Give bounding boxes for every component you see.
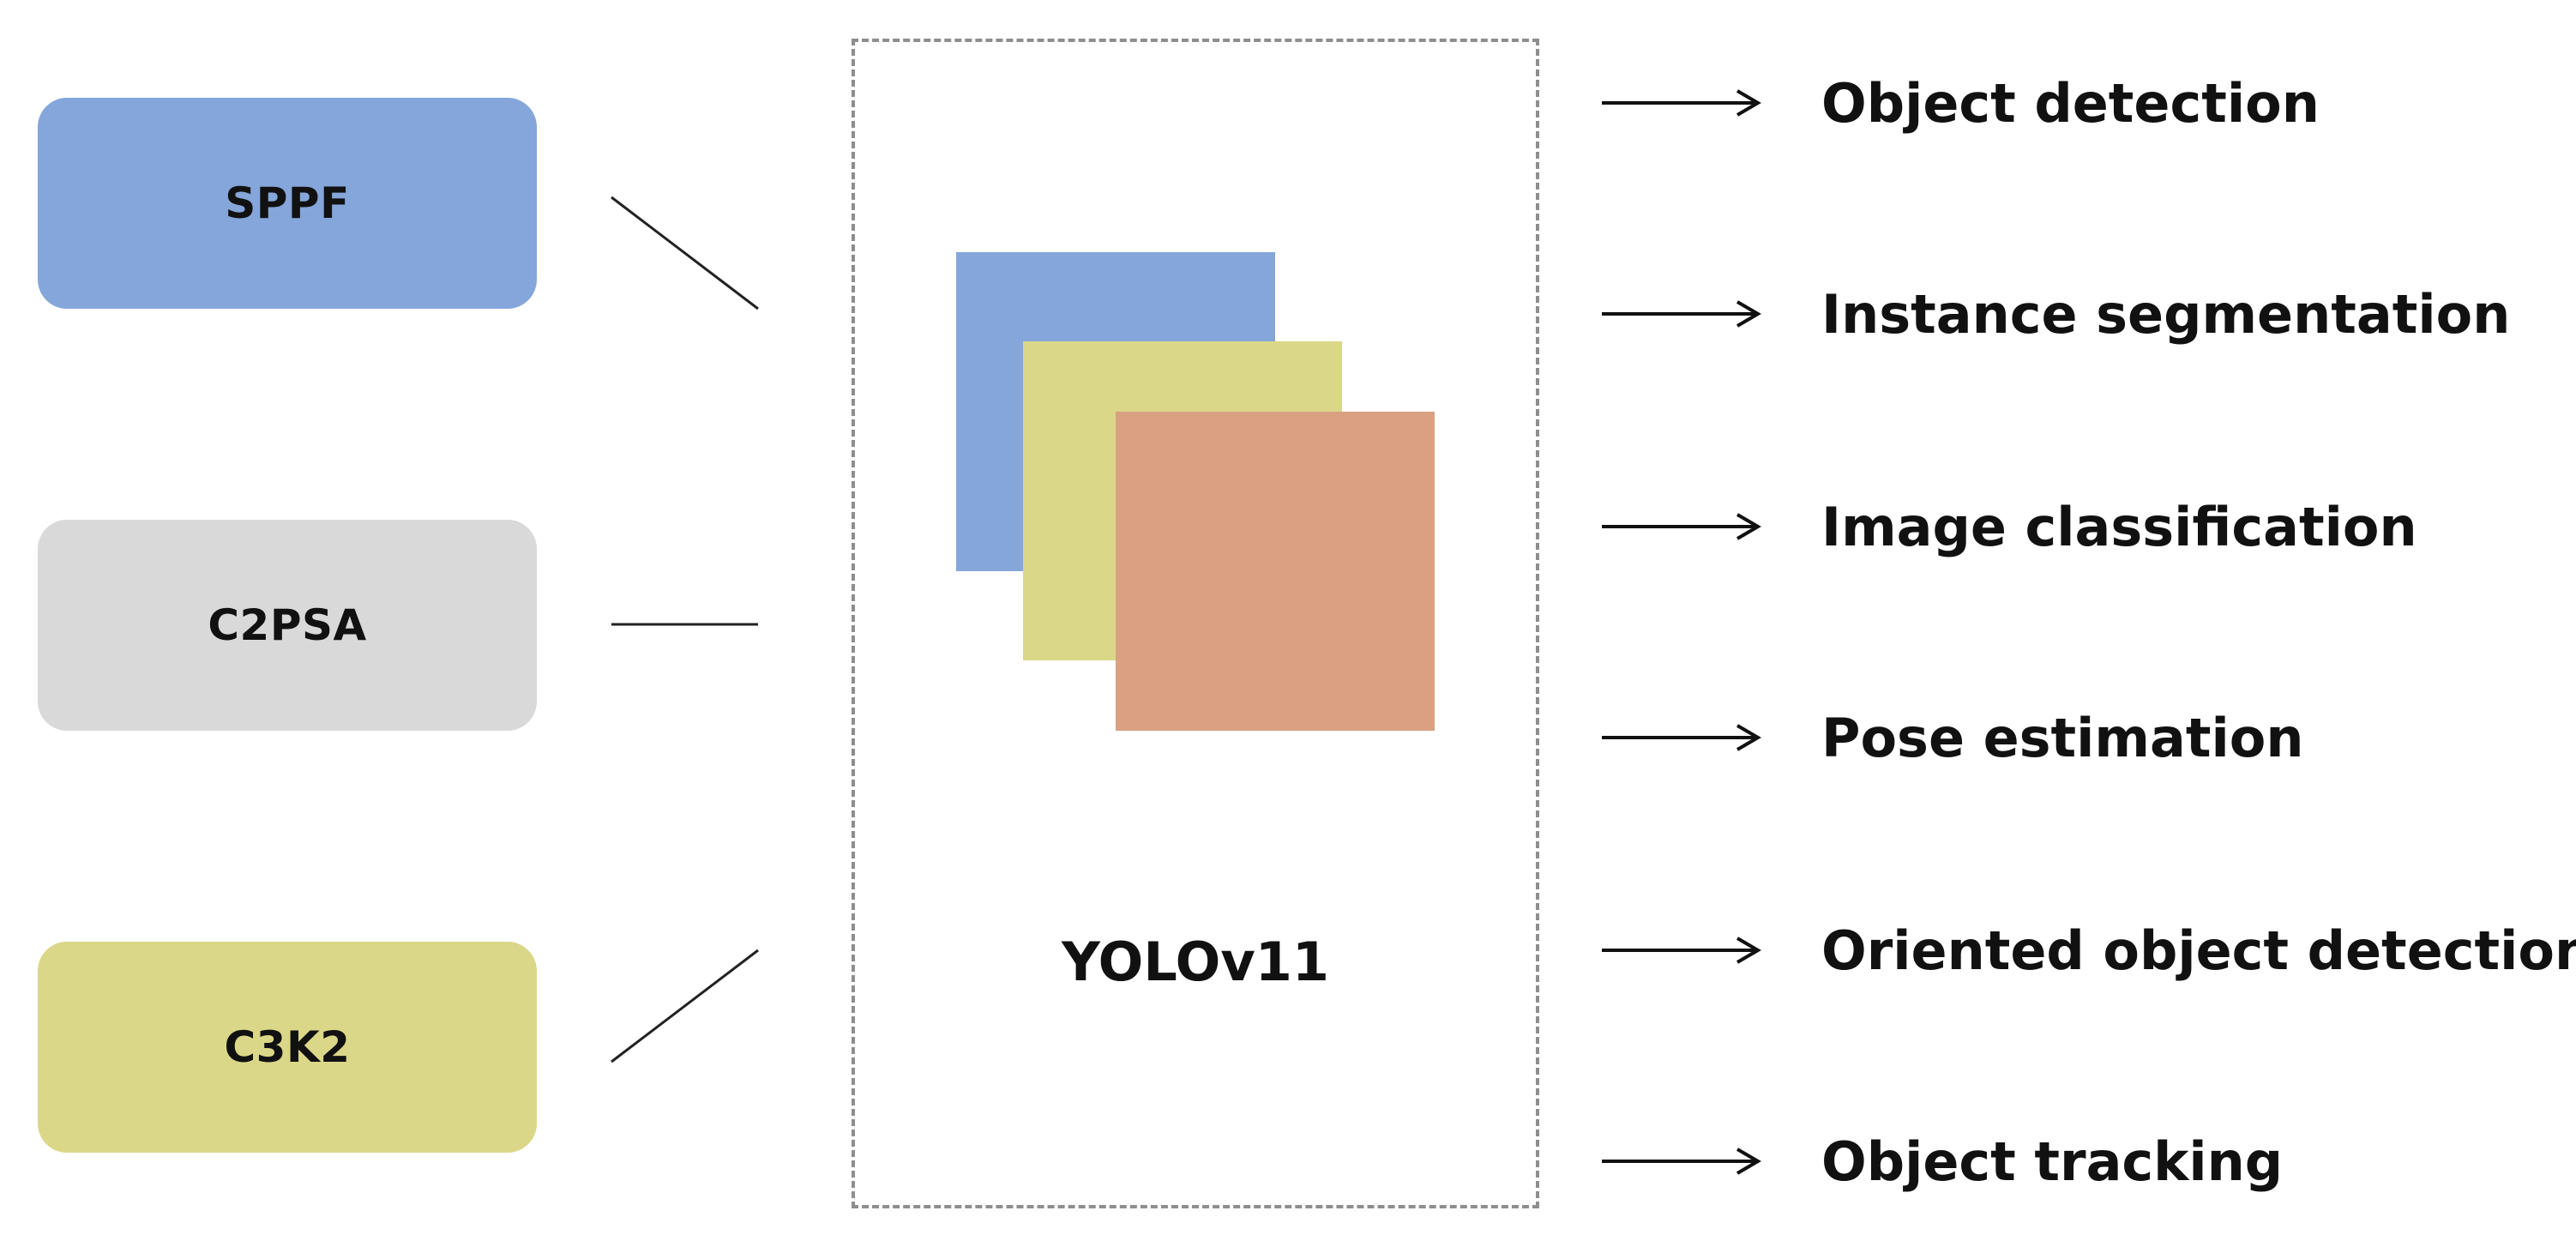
task-row-image-classification: Image classification bbox=[1600, 484, 2417, 569]
model-frame bbox=[852, 39, 1539, 1208]
task-label-object-tracking: Object tracking bbox=[1821, 1130, 2284, 1193]
task-row-object-tracking: Object tracking bbox=[1600, 1118, 2283, 1204]
task-row-object-detection: Object detection bbox=[1600, 60, 2320, 146]
module-label-c2psa: C2PSA bbox=[208, 600, 367, 650]
task-label-pose-estimation: Pose estimation bbox=[1821, 706, 2304, 769]
task-label-instance-segmentation: Instance segmentation bbox=[1821, 282, 2511, 346]
task-row-instance-segmentation: Instance segmentation bbox=[1600, 271, 2510, 357]
model-label: YOLOv11 bbox=[1061, 931, 1330, 993]
task-label-image-classification: Image classification bbox=[1821, 495, 2417, 558]
connector-line-c3k2 bbox=[611, 949, 759, 1063]
task-row-pose-estimation: Pose estimation bbox=[1600, 695, 2303, 780]
arrow-right-icon bbox=[1602, 513, 1761, 540]
module-label-sppf: SPPF bbox=[225, 178, 350, 228]
connector-line-sppf bbox=[611, 196, 759, 310]
module-box-c3k2: C3K2 bbox=[38, 942, 537, 1153]
arrow-right-icon bbox=[1602, 937, 1761, 964]
model-layer-orange bbox=[1116, 412, 1435, 731]
task-label-object-detection: Object detection bbox=[1821, 71, 2320, 135]
task-label-oriented-object-detection: Oriented object detection bbox=[1821, 919, 2576, 982]
arrow-right-icon bbox=[1602, 300, 1761, 328]
arrow-right-icon bbox=[1602, 89, 1761, 117]
arrow-right-icon bbox=[1602, 724, 1761, 751]
module-label-c3k2: C3K2 bbox=[224, 1022, 351, 1072]
module-box-c2psa: C2PSA bbox=[38, 520, 537, 731]
task-row-oriented-object-detection: Oriented object detection bbox=[1600, 907, 2576, 993]
arrow-right-icon bbox=[1602, 1148, 1761, 1175]
module-box-sppf: SPPF bbox=[38, 98, 537, 309]
